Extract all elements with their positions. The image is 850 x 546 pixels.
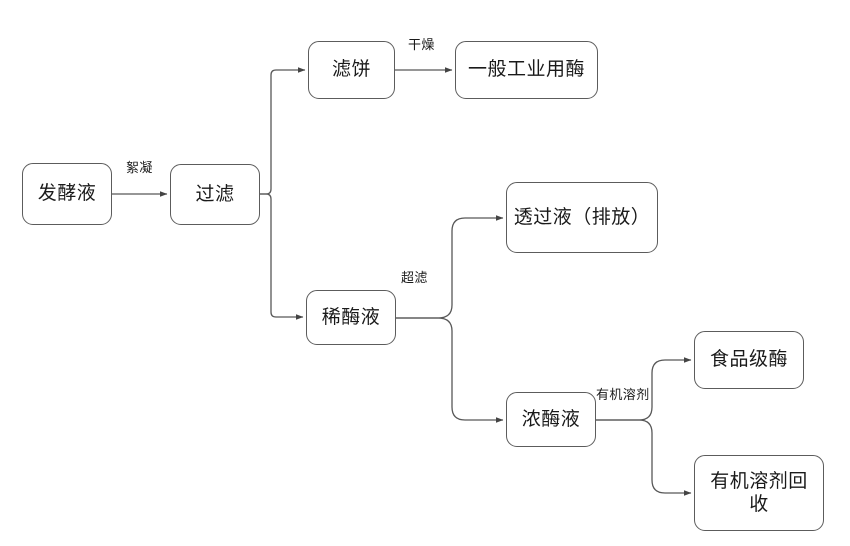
node-dilute-enzyme-label: 稀酶液 [321, 306, 381, 328]
node-food-grade-enzyme-label: 食品级酶 [709, 349, 788, 371]
edge-filtration-to-filter-cake [260, 67, 306, 195]
node-solvent-recovery-label: 有机溶剂回收 [710, 470, 808, 515]
node-solvent-recovery[interactable]: 有机溶剂回收 [694, 455, 824, 531]
node-fermentation-label: 发酵液 [37, 183, 97, 205]
node-filter-cake-label: 滤饼 [331, 59, 371, 81]
edge-label-flocculation: 絮凝 [126, 160, 153, 175]
edge-label-organic-solvent: 有机溶剂 [596, 387, 650, 402]
node-dilute-enzyme[interactable]: 稀酶液 [306, 290, 396, 345]
edge-label-drying: 干燥 [408, 37, 435, 52]
node-permeate[interactable]: 透过液（排放） [506, 182, 658, 253]
node-food-grade-enzyme[interactable]: 食品级酶 [694, 331, 804, 389]
node-industrial-enzyme[interactable]: 一般工业用酶 [455, 41, 598, 99]
node-fermentation[interactable]: 发酵液 [22, 163, 112, 225]
node-permeate-label: 透过液（排放） [513, 206, 651, 228]
edge-dilute-to-permeate [396, 215, 504, 319]
node-concentrated-enzyme[interactable]: 浓酶液 [506, 392, 596, 447]
node-filtration[interactable]: 过滤 [170, 164, 260, 225]
node-concentrated-enzyme-label: 浓酶液 [521, 408, 581, 430]
node-filtration-label: 过滤 [195, 183, 235, 205]
edge-concentrated-to-solvent-recovery [596, 419, 692, 496]
edge-dilute-to-concentrated [396, 317, 504, 423]
edge-filtration-to-dilute-enzyme [260, 193, 304, 320]
edge-label-ultrafiltration: 超滤 [401, 270, 428, 285]
node-filter-cake[interactable]: 滤饼 [308, 41, 395, 99]
node-industrial-enzyme-label: 一般工业用酶 [467, 59, 585, 81]
edge-concentrated-to-food-grade [596, 357, 692, 421]
